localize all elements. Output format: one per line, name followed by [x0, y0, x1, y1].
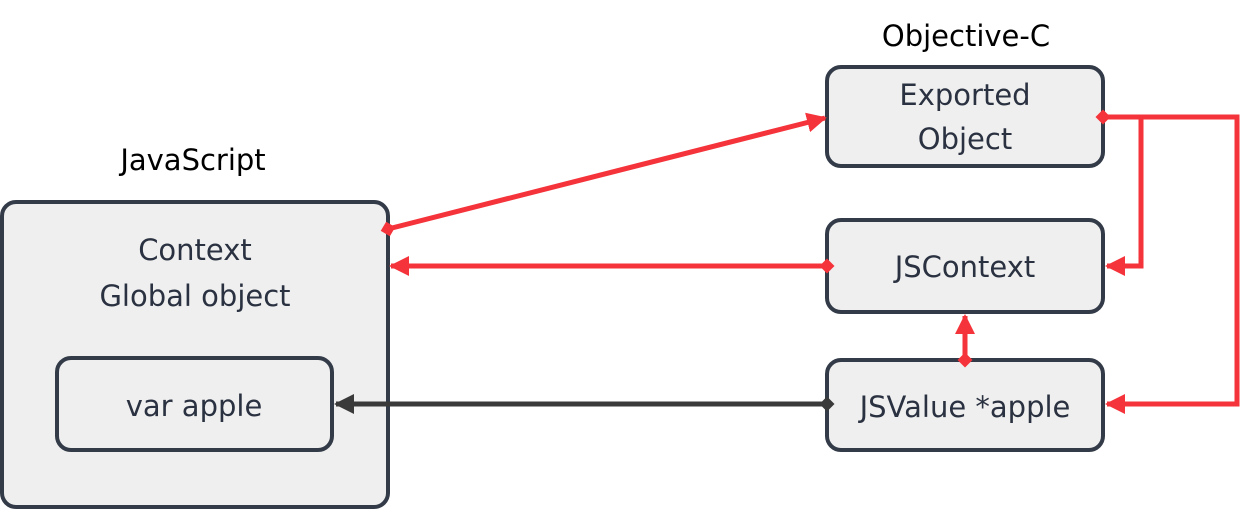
- var-apple-label: var apple: [126, 389, 263, 423]
- jsvalue-label: JSValue *apple: [858, 390, 1071, 424]
- objective-c-title: Objective-C: [882, 19, 1050, 53]
- jscontext-label: JSContext: [893, 250, 1036, 284]
- connector-exported-to-jscontext: [1095, 109, 1144, 276]
- javascript-title: JavaScript: [118, 143, 265, 177]
- exported-object-box: Exported Object: [825, 65, 1105, 168]
- jscontext-box: JSContext: [825, 218, 1105, 314]
- jsvalue-box: JSValue *apple: [825, 358, 1105, 452]
- connector-exported-to-jsvalue: [1105, 114, 1240, 414]
- js-context-box: Context Global object: [0, 200, 390, 509]
- object-label: Object: [918, 122, 1012, 156]
- connector-context-to-exported: [380, 112, 827, 237]
- context-label: Context: [138, 233, 252, 267]
- exported-label: Exported: [899, 78, 1030, 112]
- global-object-label: Global object: [99, 279, 290, 313]
- var-apple-box: var apple: [55, 356, 334, 452]
